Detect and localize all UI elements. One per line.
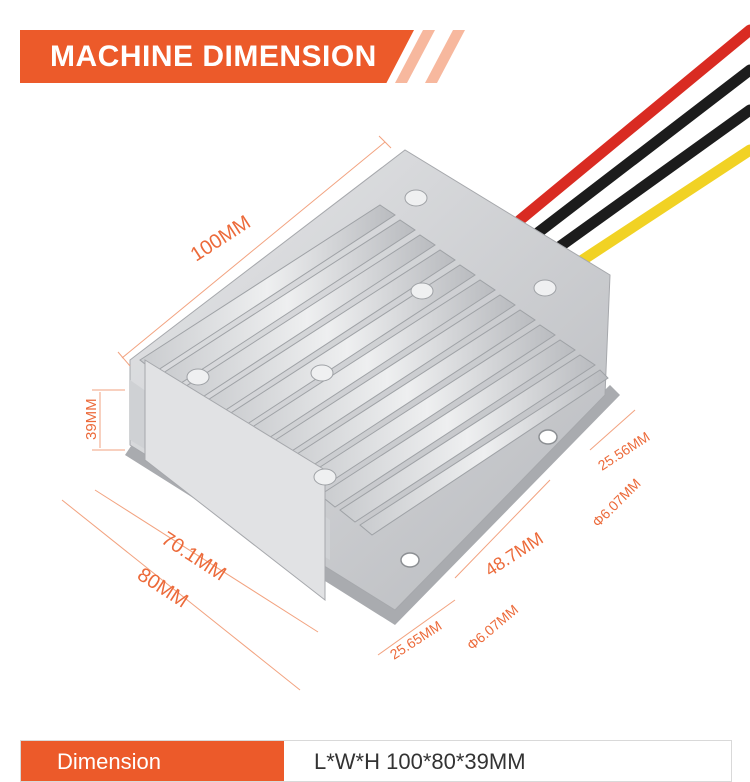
converter-housing [125,149,620,625]
width-label: 80MM [133,564,192,613]
hole-diameter-right-label: Φ6.07MM [589,475,644,530]
spec-label: Dimension [21,741,284,781]
product-diagram: 100MM 39MM 70.1MM 80MM 48.7MM 25.56MM Φ6… [61,24,750,691]
spec-value: L*W*H 100*80*39MM [314,749,526,774]
hole-offset-right-label: 25.56MM [595,428,653,473]
mounting-studs [186,189,557,486]
wires [514,24,750,271]
header-banner [20,30,414,83]
height-label: 39MM [83,398,100,440]
hole-spacing-label: 48.7MM [481,528,546,580]
dimension-lines [61,135,636,691]
hole-diameter-bottom-label: Φ6.07MM [464,601,522,653]
fin-length-label: 70.1MM [157,528,230,586]
mounting-holes [400,429,558,568]
heat-sink-fins [139,204,609,602]
spec-table: Dimension L*W*H 100*80*39MM [20,740,732,782]
page-title: MACHINE DIMENSION [50,40,377,73]
